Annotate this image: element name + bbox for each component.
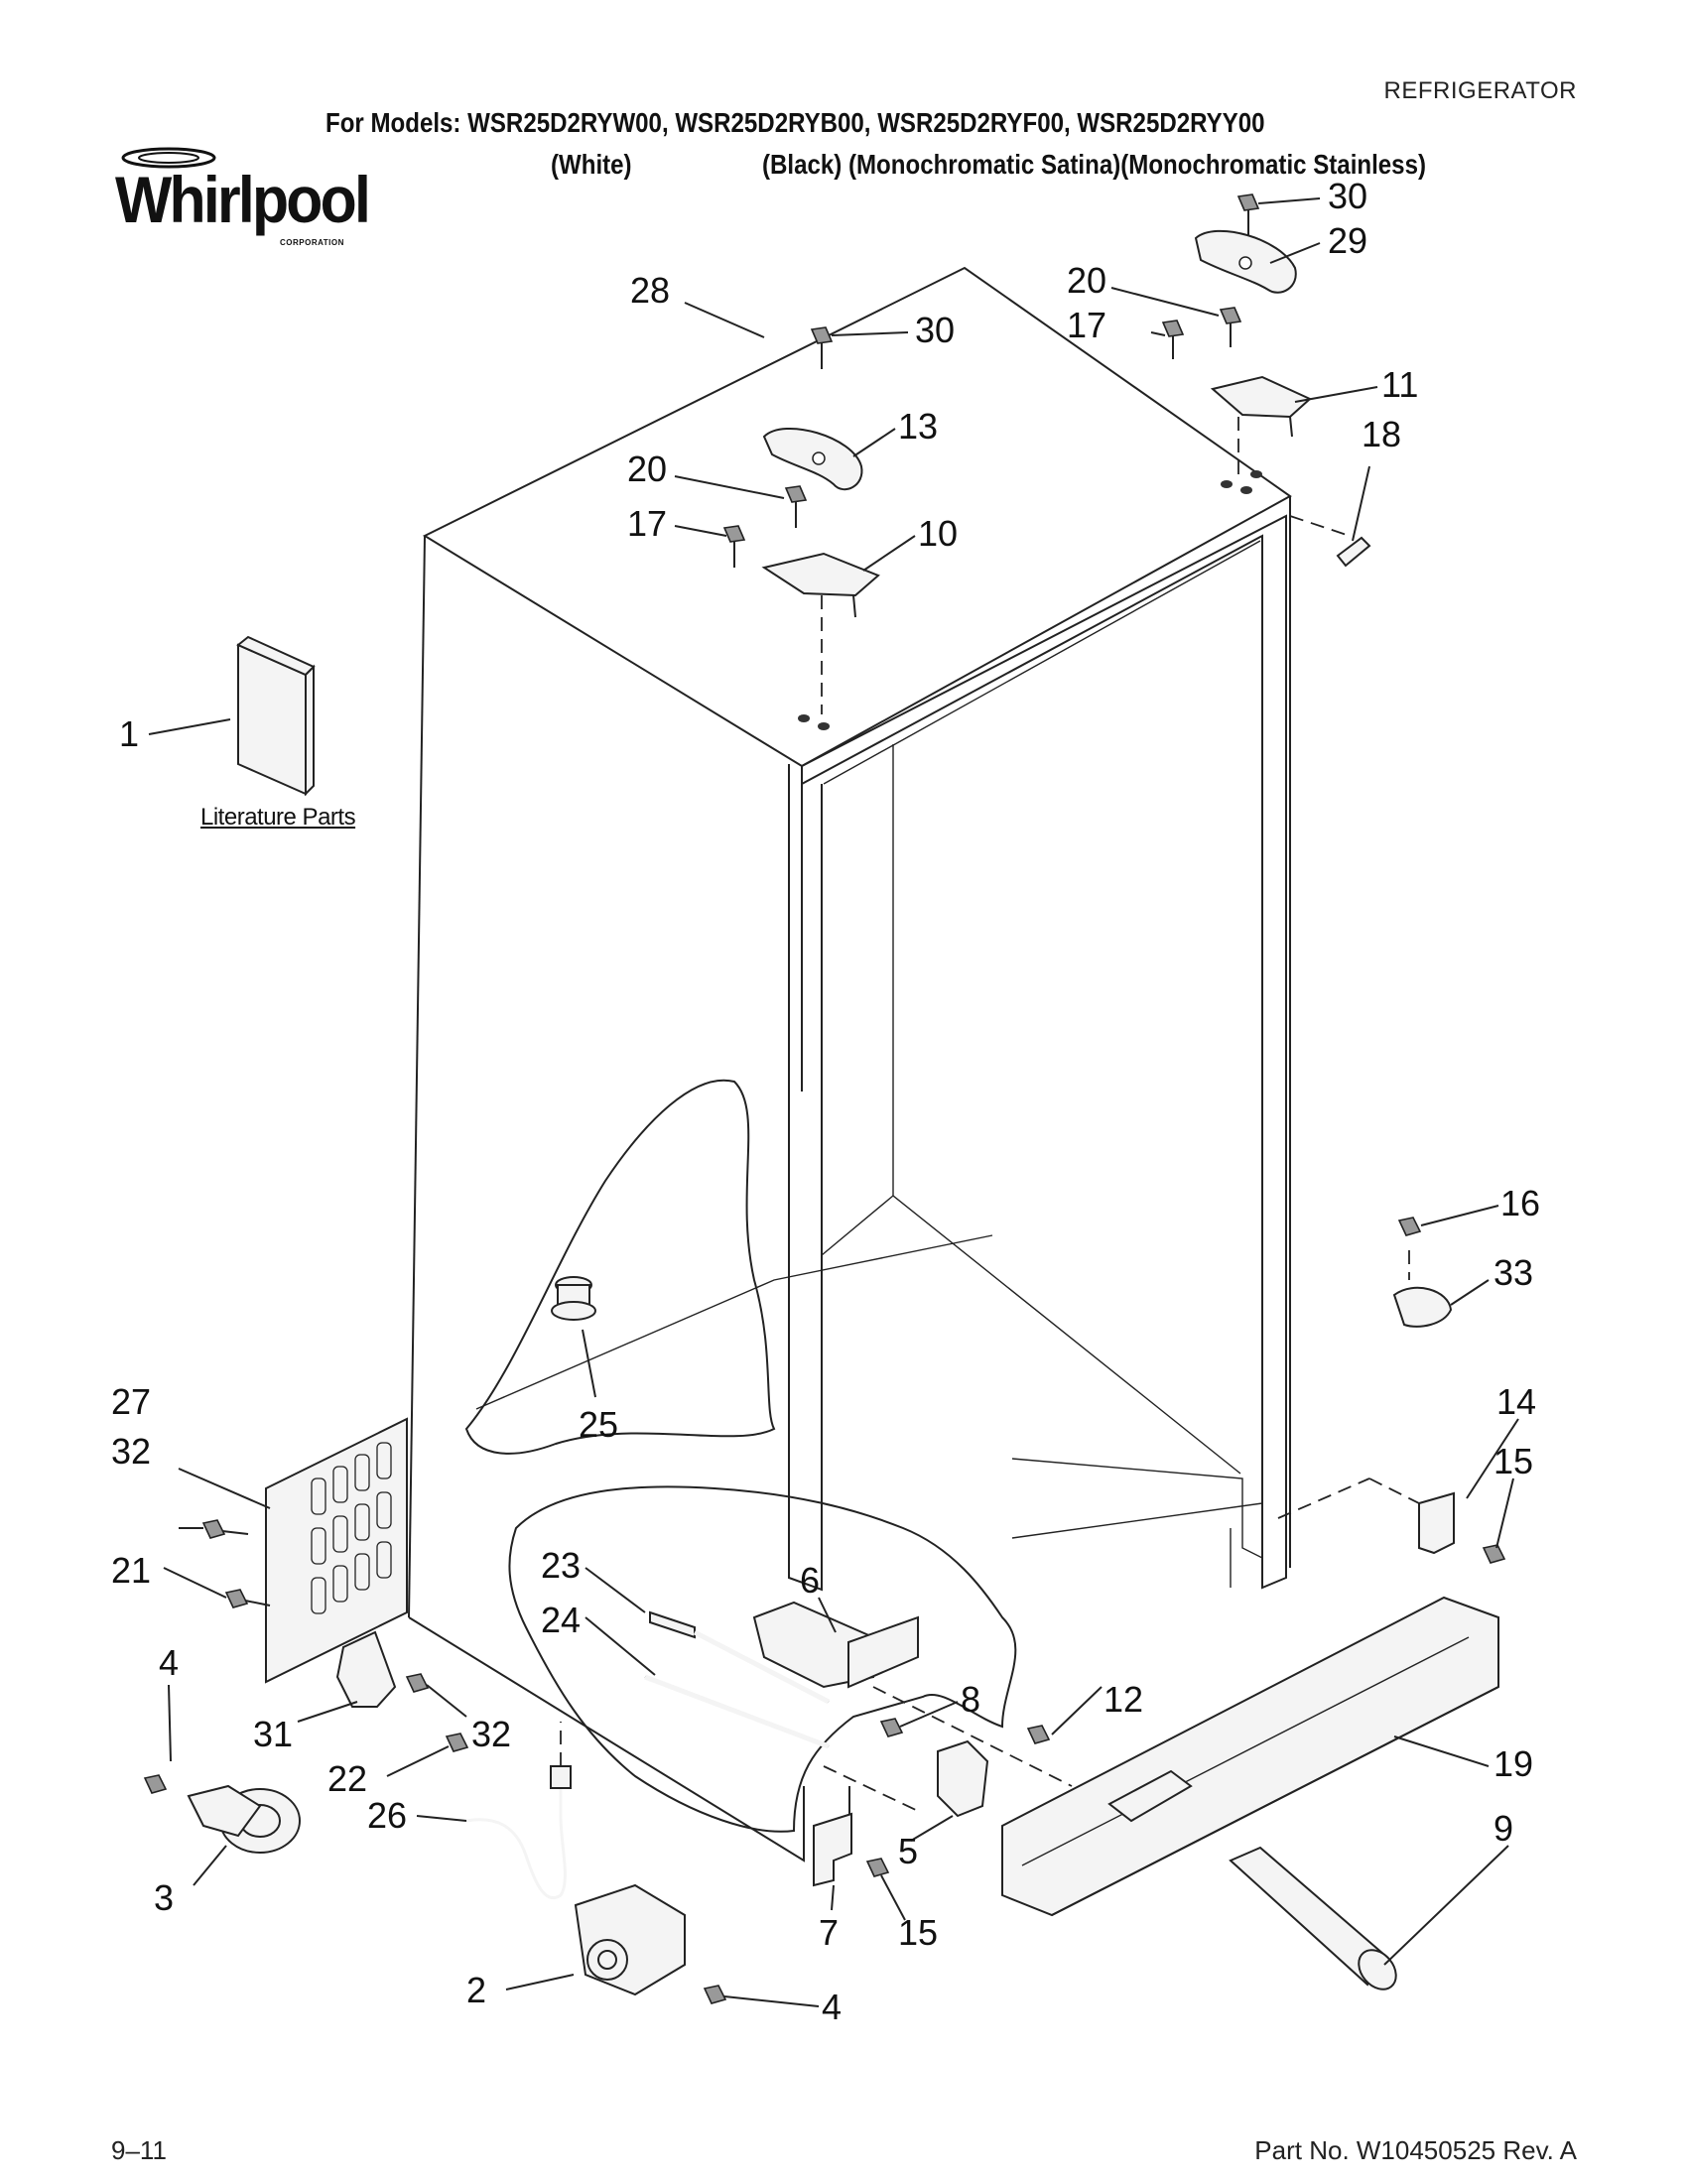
hinge-plate-10 [761,552,880,597]
callout-33: 33 [1493,1252,1533,1293]
literature-booklet [236,635,316,797]
cutaway-left [464,1079,776,1455]
callout-25: 25 [579,1404,618,1445]
hinge-pin-11 [1289,416,1293,438]
callout-30-left: 30 [915,310,955,350]
screw-32-bottom [405,1673,430,1693]
roller-3 [187,1784,301,1854]
variant-white: (White) [551,149,632,180]
callout-19: 19 [1493,1743,1533,1784]
callout-28: 28 [630,270,670,311]
screw-12 [1026,1725,1051,1744]
screw-4-top [143,1774,168,1794]
callout-23: 23 [541,1545,581,1586]
tube-18 [1336,536,1371,568]
callout-1: 1 [119,713,139,754]
screw-22 [445,1733,469,1752]
callout-18: 18 [1362,414,1401,454]
hinge-cover-29 [1194,229,1297,294]
callout-17-left: 17 [627,503,667,544]
hinge-bracket-7 [813,1786,852,1887]
callout-32-bottom: 32 [471,1714,511,1754]
screws-top-left [722,326,834,568]
callout-8: 8 [961,1679,980,1720]
callout-31: 31 [253,1714,293,1754]
callout-3: 3 [154,1877,174,1918]
variant-others: (Black) (Monochromatic Satina)(Monochrom… [762,149,1426,180]
grille-screws [201,1519,271,1608]
callout-11: 11 [1381,364,1418,405]
callout-15-right: 15 [1493,1441,1533,1481]
callout-6: 6 [800,1560,820,1601]
logo-corporation: CORPORATION [280,238,344,247]
roller-2 [574,1883,686,1996]
screw-4-bottom [703,1985,727,2004]
models-line: For Models: WSR25D2RYW00, WSR25D2RYB00, … [325,107,1265,138]
screw-15-right [1482,1544,1506,1564]
literature-parts-label: Literature Parts [200,804,356,831]
callout-numbers: 1 2 3 4 4 5 6 7 8 9 10 11 12 13 14 15 15… [111,176,1540,2027]
callout-5: 5 [898,1831,918,1871]
rear-grille-27 [265,1417,408,1684]
hinge-cover-13 [762,428,863,491]
callout-14: 14 [1496,1381,1536,1422]
inner-shelf-edge [475,1234,993,1410]
callout-29: 29 [1328,220,1367,261]
hinge-plate-11 [1210,375,1312,419]
hinge-bracket-14 [1418,1491,1455,1555]
callout-26: 26 [367,1795,407,1836]
rods-23-24 [644,1610,831,1749]
callout-32-left: 32 [111,1431,151,1472]
water-tube-26-inner [465,1786,567,1899]
callout-9: 9 [1493,1808,1513,1849]
callout-2: 2 [466,1970,486,2010]
screw-16 [1397,1217,1422,1236]
cutaway-bottom [508,1485,1017,1833]
whirlpool-logo: Whirlpool CORPORATION [109,144,371,253]
guide-line-18 [1289,515,1351,537]
hinge-holes [798,470,1262,730]
leader-lines [148,197,1519,2007]
callout-10: 10 [918,513,958,554]
callout-13: 13 [898,406,938,447]
callout-24: 24 [541,1600,581,1640]
callout-7: 7 [819,1912,839,1953]
callout-4-bottom: 4 [822,1987,842,2027]
leveler-25 [551,1276,596,1321]
bracket-31 [335,1630,397,1708]
cabinet-outline [408,266,1292,1863]
actuator-6 [752,1601,919,1689]
callout-20-left: 20 [627,449,667,489]
category-label: REFRIGERATOR [1383,77,1577,104]
callout-16: 16 [1500,1183,1540,1223]
clip-5 [937,1739,989,1818]
footer-date: 9–11 [111,2135,167,2165]
screw-8 [879,1718,904,1737]
callout-4-top: 4 [159,1642,179,1683]
callout-17-right: 17 [1067,305,1106,345]
screws-top-right [1161,193,1260,359]
callout-21: 21 [111,1550,151,1591]
base-grille-19 [1001,1596,1499,1917]
footer-part-number: Part No. W10450525 Rev. A [1254,2135,1577,2165]
logo-wordmark: Whirlpool [115,163,371,236]
bracket-33 [1392,1286,1453,1328]
water-tube-26 [465,1786,567,1899]
callout-27: 27 [111,1381,151,1422]
screw-15-bottom [865,1858,890,1877]
callout-22: 22 [327,1758,367,1799]
tube-fitting-26 [550,1765,572,1789]
water-filter-9 [1229,1846,1397,1991]
callout-12: 12 [1104,1679,1143,1720]
callout-15-bottom: 15 [898,1912,938,1953]
callout-30-right: 30 [1328,176,1367,216]
callout-20-right: 20 [1067,260,1106,301]
hinge-pin-10 [852,594,856,618]
logo-swirl-icon [121,147,216,169]
